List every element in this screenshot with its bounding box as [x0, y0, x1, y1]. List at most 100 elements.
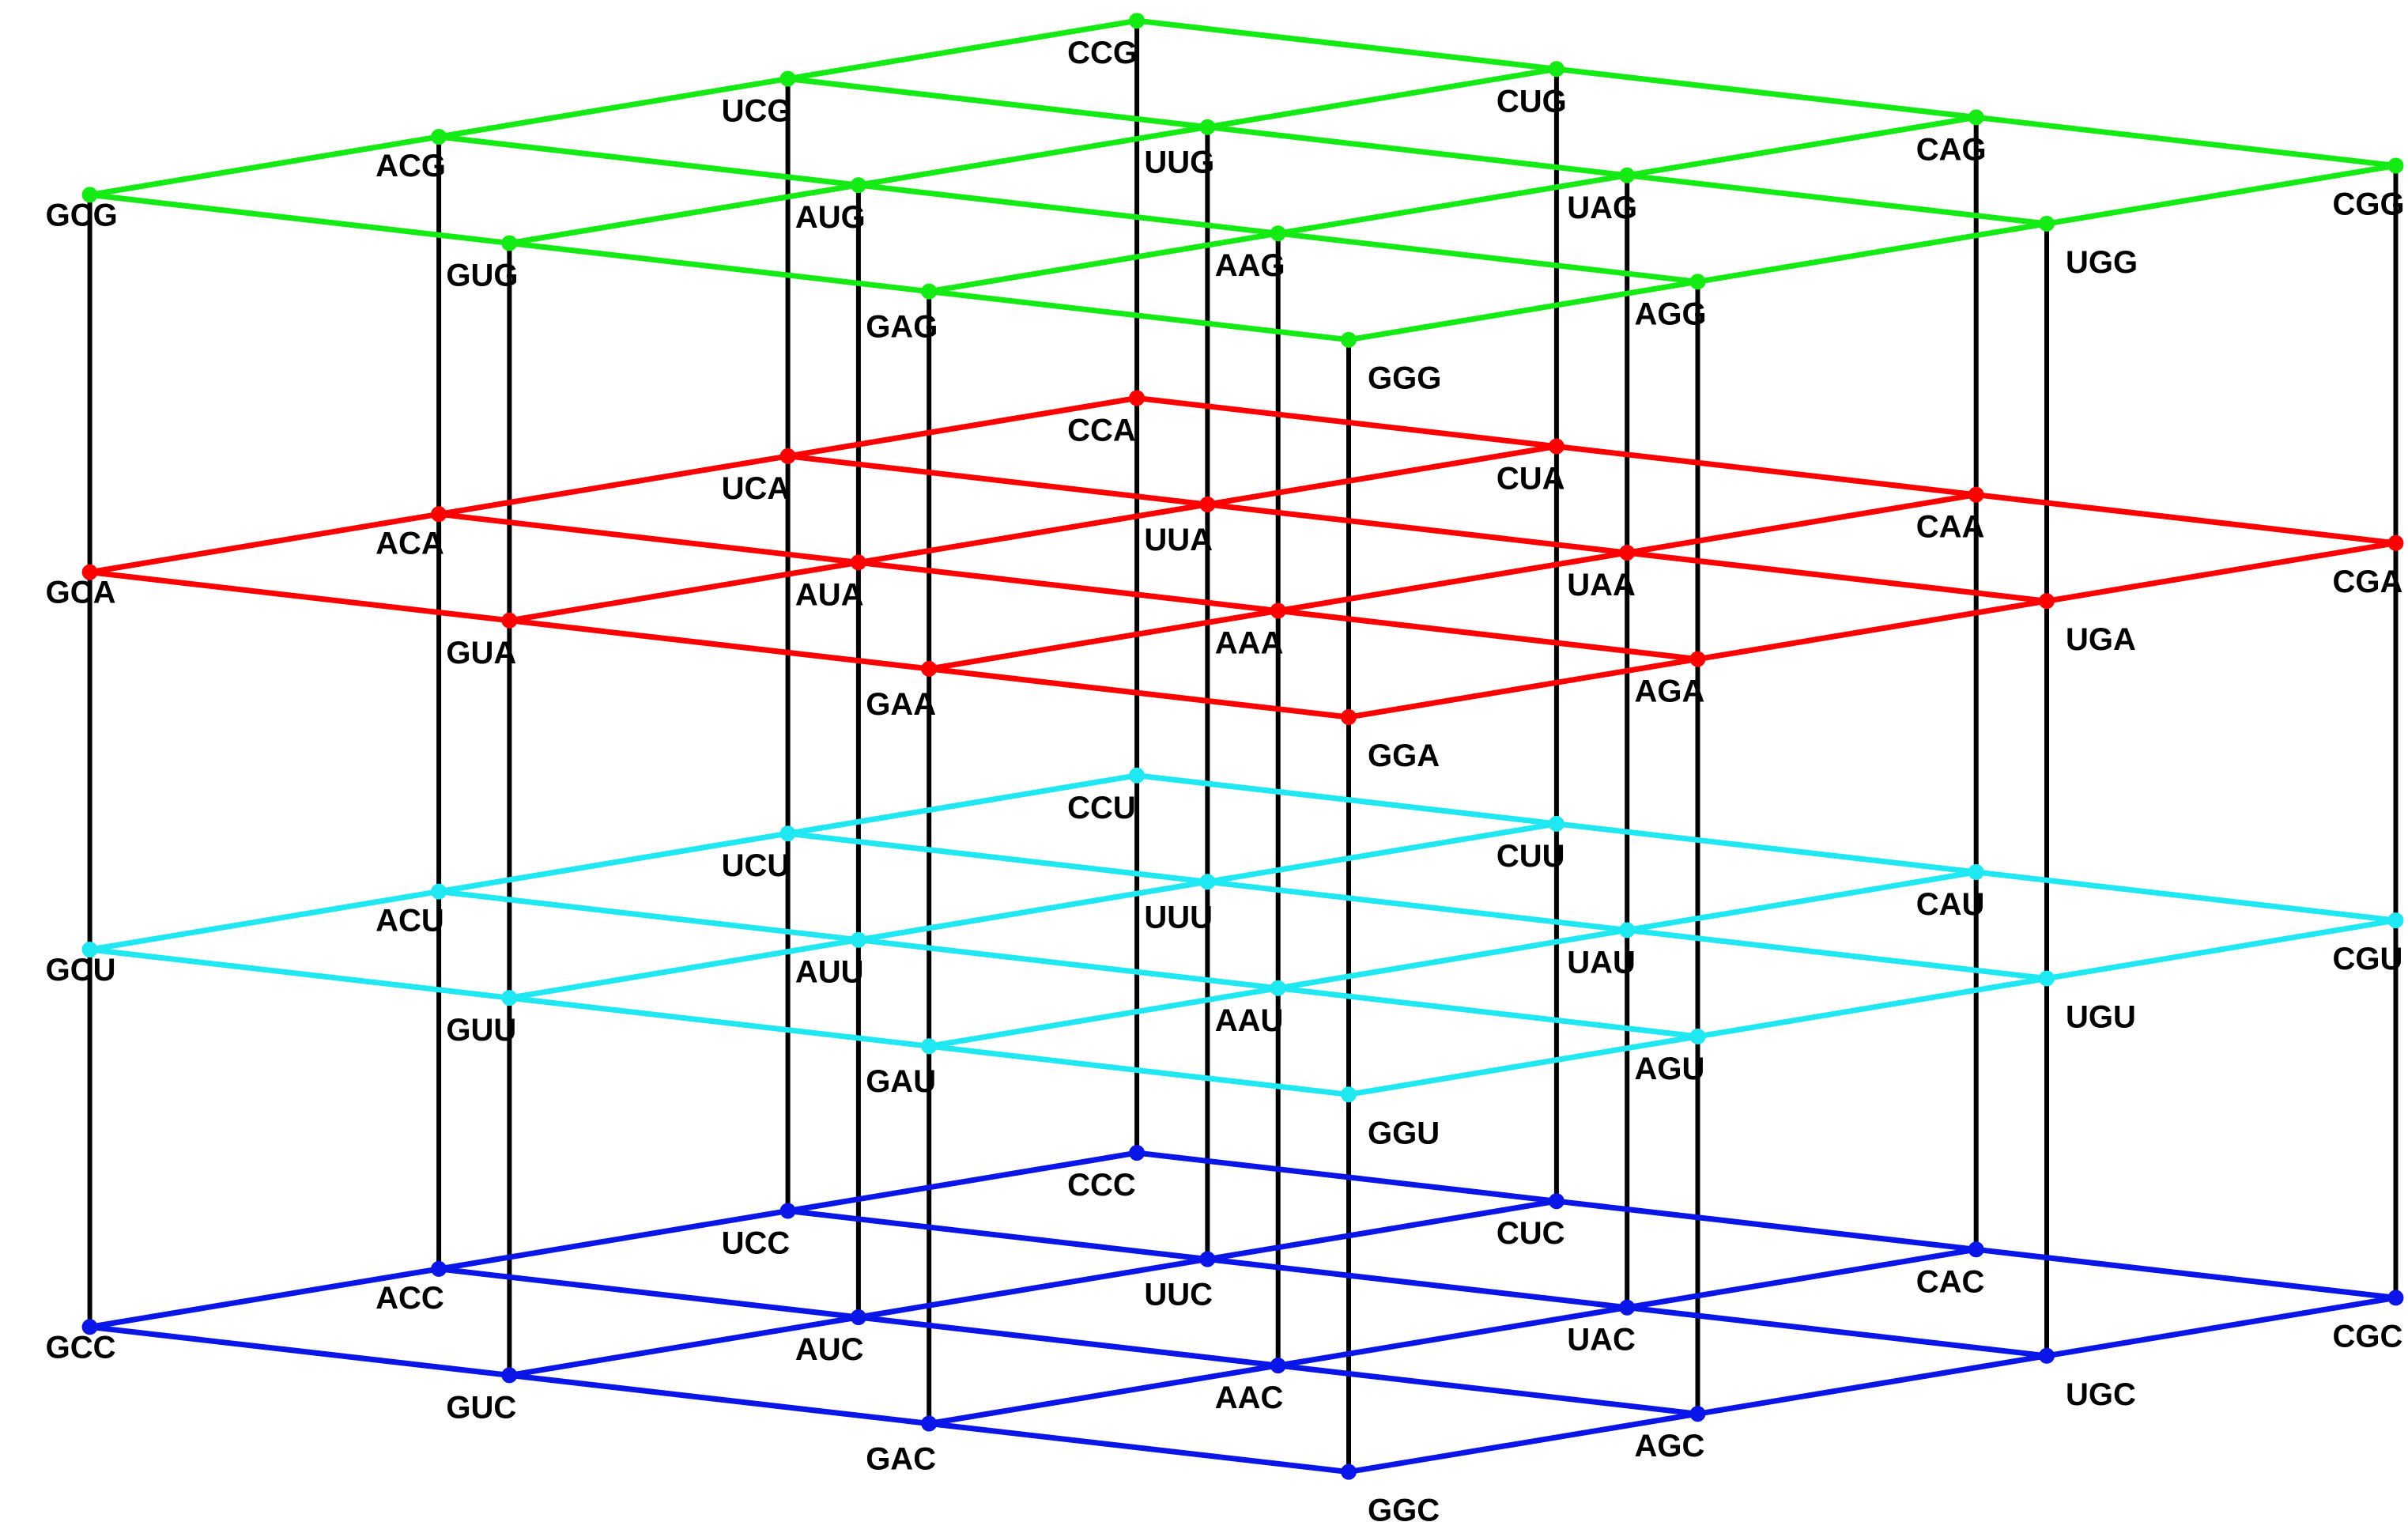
label-AUU: AUU	[795, 955, 864, 990]
edge-C-AC-UC	[436, 1208, 791, 1272]
edge-C-CA-CG	[1973, 1246, 2399, 1301]
edge-A-CA-CG	[1973, 492, 2399, 546]
node-UUA	[1199, 497, 1216, 512]
edge-C-GU-AU	[506, 1314, 862, 1378]
edge-G-CU-CA	[1553, 66, 1980, 120]
node-UCA	[779, 448, 796, 464]
codon-labels: GCCACCUCCCCCGUCAUCUUCCUCGACAACUACCACGGCA…	[46, 36, 2405, 1522]
label-CCC: CCC	[1067, 1168, 1136, 1203]
label-CCU: CCU	[1067, 791, 1136, 825]
edge-A-CU-CA	[1553, 444, 1980, 498]
edge-G-AC-AU	[436, 134, 862, 188]
label-CAG: CAG	[1916, 132, 1987, 167]
node-ACC	[431, 1260, 447, 1277]
edge-G-AC-UC	[436, 76, 791, 140]
edge-U-UC-CC	[785, 772, 1140, 837]
label-UAC: UAC	[1567, 1323, 1636, 1358]
label-GCU: GCU	[46, 953, 116, 988]
layer-grids	[87, 17, 2399, 1475]
edge-U-GU-GA	[506, 995, 932, 1049]
edge-U-UU-UA	[1204, 878, 1630, 933]
label-GUG: GUG	[446, 259, 518, 293]
label-UGG: UGG	[2066, 245, 2138, 280]
edge-C-CU-CA	[1553, 1198, 1980, 1252]
label-CUA: CUA	[1497, 462, 1565, 497]
node-UCC	[779, 1203, 796, 1219]
node-UAG	[1619, 167, 1636, 183]
node-GAG	[921, 283, 938, 300]
edge-A-GA-AA	[926, 608, 1281, 672]
label-UUU: UUU	[1144, 900, 1213, 935]
label-UAU: UAU	[1567, 945, 1636, 980]
edge-C-GU-GA	[506, 1372, 932, 1426]
edge-C-UG-CG	[2044, 1294, 2399, 1359]
node-UGG	[2039, 215, 2055, 232]
node-CGU	[2387, 912, 2404, 929]
node-AUA	[850, 554, 866, 571]
node-UGA	[2039, 593, 2055, 610]
edge-A-UU-CU	[1204, 444, 1560, 508]
node-GGA	[1341, 709, 1357, 725]
node-CAC	[1968, 1241, 1984, 1258]
label-GGC: GGC	[1368, 1494, 1440, 1522]
edge-U-AA-AG	[1275, 985, 1700, 1040]
edge-C-AU-AA	[855, 1314, 1281, 1369]
node-AAA	[1270, 602, 1286, 619]
label-CCG: CCG	[1067, 36, 1138, 70]
edge-A-GC-AC	[87, 511, 442, 576]
edge-U-CU-CA	[1553, 821, 1980, 875]
edge-G-GC-GU	[87, 191, 512, 246]
node-GUA	[501, 612, 518, 629]
node-AAC	[1270, 1358, 1286, 1374]
label-CCA: CCA	[1067, 414, 1136, 448]
edge-G-AA-UA	[1275, 172, 1630, 236]
edge-U-CA-CG	[1973, 869, 2399, 923]
label-GUC: GUC	[446, 1390, 516, 1425]
label-AGC: AGC	[1635, 1429, 1705, 1463]
label-AAC: AAC	[1215, 1380, 1284, 1415]
label-CGC: CGC	[2333, 1319, 2403, 1354]
edge-G-GC-AC	[87, 134, 442, 198]
label-UGU: UGU	[2066, 1000, 2136, 1035]
edge-C-UU-CU	[1204, 1198, 1560, 1263]
edge-C-UC-UU	[785, 1208, 1210, 1263]
label-ACC: ACC	[376, 1281, 444, 1316]
label-GCG: GCG	[46, 198, 118, 232]
edge-G-GA-GG	[926, 289, 1352, 343]
label-UCG: UCG	[722, 94, 792, 129]
edge-A-UC-CC	[785, 395, 1140, 459]
edge-A-AU-AA	[855, 559, 1281, 614]
node-GCA	[81, 564, 98, 580]
edge-A-UG-CG	[2044, 540, 2399, 604]
node-CAG	[1968, 109, 1984, 126]
label-AAA: AAA	[1215, 626, 1284, 661]
edge-C-UA-UG	[1624, 1305, 2050, 1359]
edge-A-UA-UG	[1624, 550, 2050, 604]
edge-U-GA-GG	[926, 1043, 1352, 1097]
label-UCC: UCC	[722, 1226, 791, 1261]
edge-U-AA-UA	[1275, 927, 1630, 991]
edge-C-GA-GG	[926, 1421, 1352, 1475]
node-CCC	[1129, 1145, 1145, 1161]
label-CUC: CUC	[1497, 1216, 1565, 1251]
edge-C-GG-AG	[1346, 1411, 1700, 1475]
label-CAU: CAU	[1916, 887, 1985, 922]
node-UGU	[2039, 970, 2055, 987]
label-ACU: ACU	[376, 904, 444, 939]
label-GCA: GCA	[46, 576, 116, 610]
edge-A-AA-AG	[1275, 608, 1700, 663]
node-GGC	[1341, 1463, 1357, 1480]
label-GAC: GAC	[866, 1442, 936, 1477]
edge-C-UA-CA	[1624, 1246, 1980, 1311]
label-CGG: CGG	[2333, 187, 2405, 222]
edge-A-UC-UU	[785, 453, 1210, 508]
node-CUA	[1548, 438, 1564, 455]
label-UAG: UAG	[1567, 191, 1637, 225]
edge-C-GC-GU	[87, 1324, 512, 1378]
label-UUA: UUA	[1144, 523, 1213, 557]
edge-G-CA-CG	[1973, 114, 2399, 168]
node-AAU	[1270, 980, 1286, 996]
edge-G-AG-UG	[1695, 221, 2050, 285]
edge-A-UA-CA	[1624, 492, 1980, 556]
